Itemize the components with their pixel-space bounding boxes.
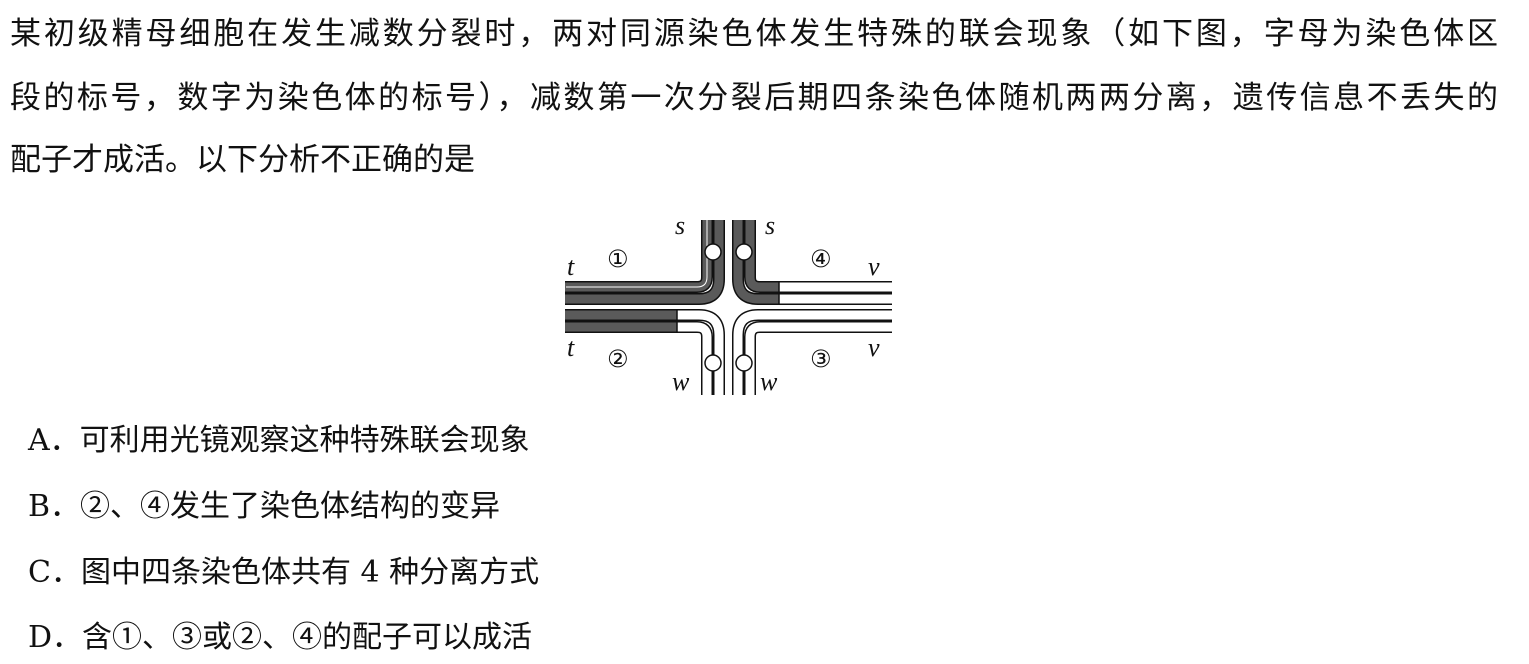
centromere-3 (735, 354, 753, 372)
option-b[interactable]: B．②、④发生了染色体结构的变异 (28, 489, 501, 524)
centromere-4 (735, 243, 753, 261)
chromosome-3 (732, 309, 892, 395)
label-t-top: t (567, 252, 575, 281)
centromere-1 (704, 243, 722, 261)
number-4: ④ (810, 245, 832, 273)
option-a[interactable]: A．可利用光镜观察这种特殊联会现象 (28, 423, 530, 458)
label-v-top: v (868, 252, 880, 281)
number-2: ② (607, 345, 629, 373)
option-c[interactable]: C．图中四条染色体共有 4 种分离方式 (28, 555, 540, 590)
question-line-3: 配子才成活。以下分析不正确的是 (10, 142, 475, 178)
label-t-bottom: t (567, 333, 575, 362)
label-s-left: s (675, 211, 685, 240)
chromosome-4 (732, 220, 892, 305)
chromosome-2 (565, 309, 725, 395)
label-s-right: s (765, 211, 775, 240)
label-w-left: w (672, 367, 690, 396)
label-v-bottom: v (868, 333, 880, 362)
number-3: ③ (810, 345, 832, 373)
chromosome-1 (565, 220, 725, 305)
question-line-1: 某初级精母细胞在发生减数分裂时，两对同源染色体发生特殊的联会现象（如下图，字母为… (10, 16, 1498, 52)
option-d[interactable]: D．含①、③或②、④的配子可以成活 (28, 620, 533, 655)
label-w-right: w (760, 367, 778, 396)
centromere-2 (704, 354, 722, 372)
question-line-2: 段的标号，数字为染色体的标号），减数第一次分裂后期四条染色体随机两两分离，遗传信… (10, 80, 1498, 116)
number-1: ① (607, 245, 629, 273)
